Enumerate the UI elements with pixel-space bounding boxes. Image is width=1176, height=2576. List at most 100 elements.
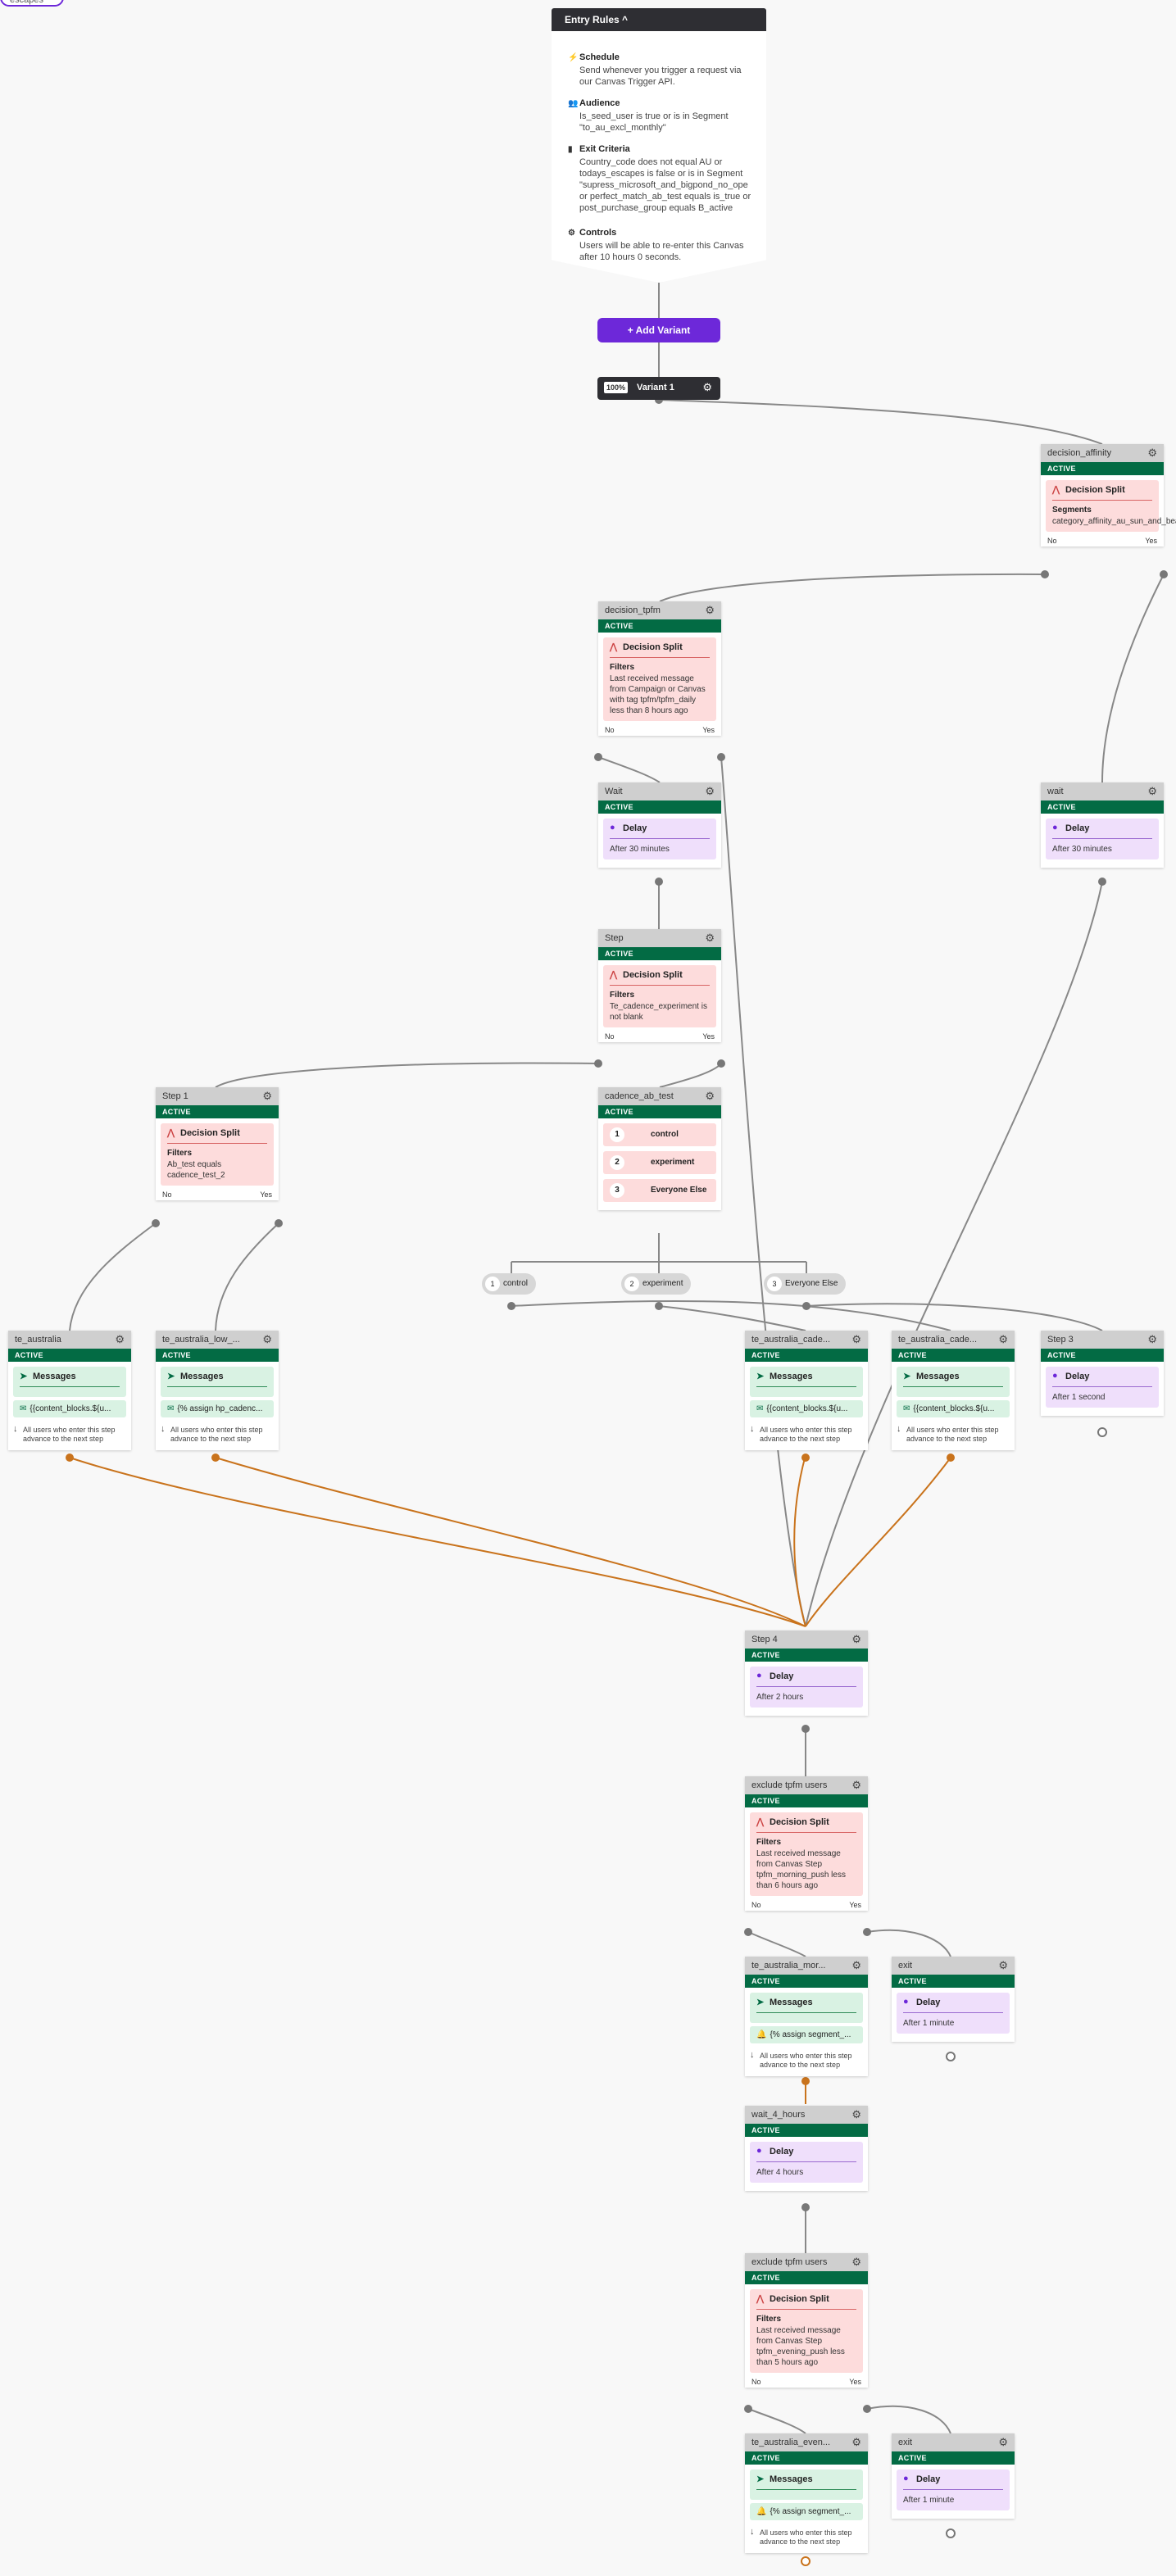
split-icon: ⋀ bbox=[167, 1128, 175, 1138]
step-exit-1[interactable]: exit⚙ ACTIVE ●Delay After 1 minute bbox=[892, 1957, 1015, 2042]
clock-icon: ● bbox=[756, 1671, 762, 1680]
status-badge: ACTIVE bbox=[745, 2124, 868, 2137]
step-1[interactable]: Step 1⚙ ACTIVE ⋀Decision Split Filters A… bbox=[156, 1087, 279, 1200]
gear-icon[interactable]: ⚙ bbox=[115, 1333, 125, 1345]
gear-icon[interactable]: ⚙ bbox=[851, 1333, 861, 1345]
step-te-australia[interactable]: te_australia⚙ ACTIVE ➤Messages ✉{{conten… bbox=[8, 1331, 131, 1450]
step-te-australia-even[interactable]: te_australia_even...⚙ ACTIVE ➤Messages 🔔… bbox=[745, 2433, 868, 2553]
gear-icon[interactable]: ⚙ bbox=[851, 2256, 861, 2268]
status-badge: ACTIVE bbox=[745, 1349, 868, 1362]
decision-split-panel: ⋀Decision Split Filters Ab_test equals c… bbox=[161, 1123, 274, 1186]
controls-section: ⚙Controls Users will be able to re-enter… bbox=[568, 228, 744, 262]
delay-panel: ●Delay After 2 hours bbox=[750, 1667, 863, 1708]
canvas-name-pill[interactable]: escapes bbox=[0, 0, 64, 7]
entry-rules-panel[interactable]: Entry Rules ^ ⚡Schedule Send whenever yo… bbox=[552, 8, 766, 283]
gear-icon[interactable]: ⚙ bbox=[851, 2108, 861, 2120]
gear-icon[interactable]: ⚙ bbox=[998, 2436, 1008, 2448]
status-badge: ACTIVE bbox=[745, 2271, 868, 2284]
gear-icon[interactable]: ⚙ bbox=[705, 785, 715, 797]
step-title: exit bbox=[898, 2438, 913, 2447]
messages-panel: ➤Messages bbox=[897, 1367, 1010, 1397]
status-badge: ACTIVE bbox=[1041, 800, 1164, 814]
entry-rules-toggle[interactable]: Entry Rules ^ bbox=[552, 8, 766, 31]
step-te-australia-cade-2[interactable]: te_australia_cade...⚙ ACTIVE ➤Messages ✉… bbox=[892, 1331, 1015, 1450]
add-variant-button[interactable]: + Add Variant bbox=[597, 318, 720, 342]
messages-panel: ➤Messages bbox=[13, 1367, 126, 1397]
status-badge: ACTIVE bbox=[1041, 462, 1164, 475]
gear-icon[interactable]: ⚙ bbox=[851, 1633, 861, 1645]
delay-panel: ●Delay After 1 minute bbox=[897, 2469, 1010, 2510]
gear-icon[interactable]: ⚙ bbox=[705, 1090, 715, 1102]
gear-icon[interactable]: ⚙ bbox=[705, 604, 715, 616]
step-exit-2[interactable]: exit⚙ ACTIVE ●Delay After 1 minute bbox=[892, 2433, 1015, 2519]
delay-panel: ●Delay After 30 minutes bbox=[603, 819, 716, 859]
step-exclude-tpfm-users-1[interactable]: exclude tpfm users⚙ ACTIVE ⋀Decision Spl… bbox=[745, 1776, 868, 1911]
status-badge: ACTIVE bbox=[598, 800, 721, 814]
advance-note: ↓All users who enter this step advance t… bbox=[750, 2527, 852, 2547]
split-icon: ⋀ bbox=[756, 1817, 765, 1827]
gear-icon[interactable]: ⚙ bbox=[1147, 785, 1157, 797]
gear-icon[interactable]: ⚙ bbox=[998, 1959, 1008, 1971]
status-badge: ACTIVE bbox=[156, 1349, 279, 1362]
status-badge: ACTIVE bbox=[598, 1105, 721, 1118]
step-wait-right[interactable]: wait⚙ ACTIVE ●Delay After 30 minutes bbox=[1041, 782, 1164, 868]
send-icon: ➤ bbox=[756, 1998, 765, 2007]
split-icon: ⋀ bbox=[610, 642, 618, 652]
status-badge: ACTIVE bbox=[745, 2451, 868, 2465]
step-te-australia-cade-1[interactable]: te_australia_cade...⚙ ACTIVE ➤Messages ✉… bbox=[745, 1331, 868, 1450]
step-te-australia-mor[interactable]: te_australia_mor...⚙ ACTIVE ➤Messages 🔔{… bbox=[745, 1957, 868, 2076]
clock-icon: ● bbox=[1052, 823, 1058, 832]
gear-icon[interactable]: ⚙ bbox=[1147, 1333, 1157, 1345]
gear-icon[interactable]: ⚙ bbox=[702, 381, 712, 393]
gear-icon[interactable]: ⚙ bbox=[1147, 447, 1157, 459]
step-3[interactable]: Step 3⚙ ACTIVE ●Delay After 1 second bbox=[1041, 1331, 1164, 1416]
step-decision-tpfm[interactable]: decision_tpfm⚙ ACTIVE ⋀Decision Split Fi… bbox=[598, 601, 721, 736]
clock-icon: ● bbox=[610, 823, 615, 832]
step-split[interactable]: Step⚙ ACTIVE ⋀Decision Split Filters Te_… bbox=[598, 929, 721, 1042]
step-title: exclude tpfm users bbox=[751, 2257, 828, 2267]
step-wait-4-hours[interactable]: wait_4_hours⚙ ACTIVE ●Delay After 4 hour… bbox=[745, 2106, 868, 2191]
status-badge: ACTIVE bbox=[1041, 1349, 1164, 1362]
gear-icon[interactable]: ⚙ bbox=[851, 1779, 861, 1791]
email-icon: ✉ bbox=[756, 1404, 764, 1413]
step-wait[interactable]: Wait⚙ ACTIVE ●Delay After 30 minutes bbox=[598, 782, 721, 868]
gear-icon[interactable]: ⚙ bbox=[705, 932, 715, 944]
status-badge: ACTIVE bbox=[156, 1105, 279, 1118]
bell-icon: 🔔 bbox=[756, 2030, 767, 2039]
advance-note: ↓All users who enter this step advance t… bbox=[750, 1424, 852, 1444]
lightning-icon: ⚡ bbox=[568, 53, 579, 62]
email-icon: ✉ bbox=[167, 1404, 175, 1413]
step-4[interactable]: Step 4⚙ ACTIVE ●Delay After 2 hours bbox=[745, 1630, 868, 1716]
delay-panel: ●Delay After 1 second bbox=[1046, 1367, 1159, 1408]
email-icon: ✉ bbox=[20, 1404, 27, 1413]
gear-icon[interactable]: ⚙ bbox=[262, 1090, 272, 1102]
status-badge: ACTIVE bbox=[745, 1975, 868, 1988]
exit-door-icon: ▮ bbox=[568, 145, 573, 154]
arrow-down-icon: ↓ bbox=[161, 1424, 166, 1434]
schedule-section: ⚡Schedule Send whenever you trigger a re… bbox=[568, 52, 742, 87]
audience-section: 👥Audience Is_seed_user is true or is in … bbox=[568, 98, 729, 133]
message-channel-row: ✉{% assign hp_cadenc... bbox=[161, 1400, 274, 1417]
step-te-australia-low[interactable]: te_australia_low_...⚙ ACTIVE ➤Messages ✉… bbox=[156, 1331, 279, 1450]
gear-icon[interactable]: ⚙ bbox=[998, 1333, 1008, 1345]
gear-icon[interactable]: ⚙ bbox=[262, 1333, 272, 1345]
variant-node[interactable]: 100% Variant 1 ⚙ bbox=[597, 377, 720, 400]
step-decision-affinity[interactable]: decision_affinity⚙ ACTIVE ⋀Decision Spli… bbox=[1041, 444, 1176, 546]
step-title: exclude tpfm users bbox=[751, 1780, 828, 1790]
gear-icon[interactable]: ⚙ bbox=[851, 2436, 861, 2448]
delay-panel: ●Delay After 4 hours bbox=[750, 2142, 863, 2183]
variant-name: Variant 1 bbox=[637, 383, 674, 392]
gear-icon[interactable]: ⚙ bbox=[851, 1959, 861, 1971]
arrow-down-icon: ↓ bbox=[13, 1424, 18, 1434]
arrow-down-icon: ↓ bbox=[897, 1424, 901, 1434]
step-exclude-tpfm-users-2[interactable]: exclude tpfm users⚙ ACTIVE ⋀Decision Spl… bbox=[745, 2253, 868, 2388]
step-title: Step bbox=[605, 933, 624, 943]
